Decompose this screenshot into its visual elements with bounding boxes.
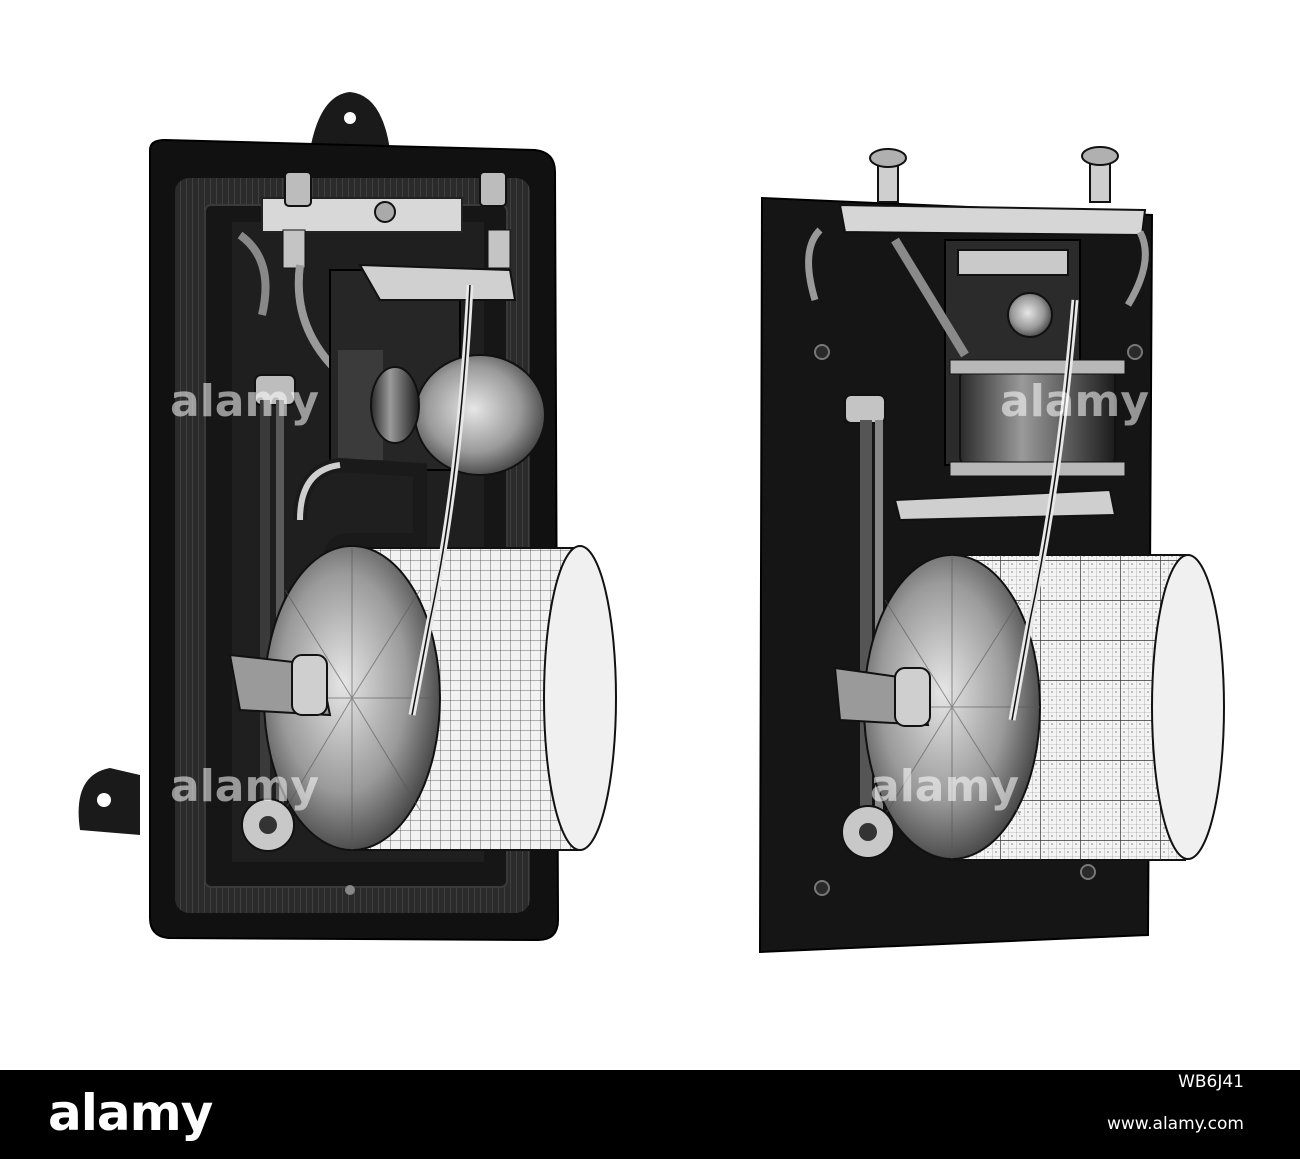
- engraving-illustration: [78, 92, 1225, 954]
- source-url-label: www.alamy.com: [1106, 1114, 1244, 1134]
- left-recording-drum: [263, 545, 617, 851]
- left-instrument: [78, 92, 617, 942]
- alamy-logo: alamy: [48, 1084, 213, 1142]
- right-recording-drum: [863, 554, 1225, 861]
- right-terminal-knobs: [869, 146, 1119, 203]
- watermark-overlay-right: alamy: [1000, 376, 1149, 427]
- watermark-overlay-mid-right: alamy: [870, 761, 1019, 812]
- watermark-footer-bar: alamy WB6J41 www.alamy.com: [0, 1070, 1300, 1159]
- image-id-label: WB6J41: [1178, 1072, 1244, 1092]
- watermark-overlay-left: alamy: [170, 376, 319, 427]
- left-coil-disc: [414, 354, 546, 476]
- watermark-overlay-mid-left: alamy: [170, 761, 319, 812]
- right-instrument: [758, 146, 1225, 954]
